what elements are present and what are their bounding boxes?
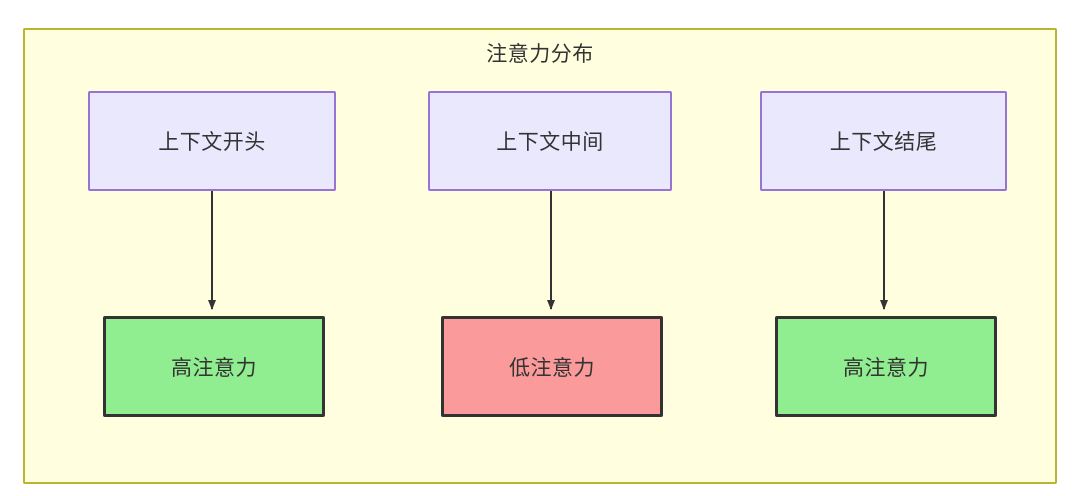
- node-context-end[interactable]: 上下文结尾: [760, 91, 1007, 191]
- node-attention-start[interactable]: 高注意力: [103, 316, 325, 417]
- node-attention-end[interactable]: 高注意力: [775, 316, 997, 417]
- node-label: 低注意力: [509, 356, 595, 380]
- node-label: 高注意力: [171, 356, 257, 380]
- node-label: 上下文中间: [496, 131, 604, 154]
- node-label: 上下文结尾: [829, 131, 938, 154]
- node-attention-middle[interactable]: 低注意力: [441, 316, 663, 417]
- node-context-middle[interactable]: 上下文中间: [428, 91, 672, 191]
- node-context-start[interactable]: 上下文开头: [88, 91, 336, 191]
- node-label: 高注意力: [843, 356, 929, 380]
- subgraph-title: 注意力分布: [486, 43, 594, 66]
- node-label: 上下文开头: [158, 131, 266, 154]
